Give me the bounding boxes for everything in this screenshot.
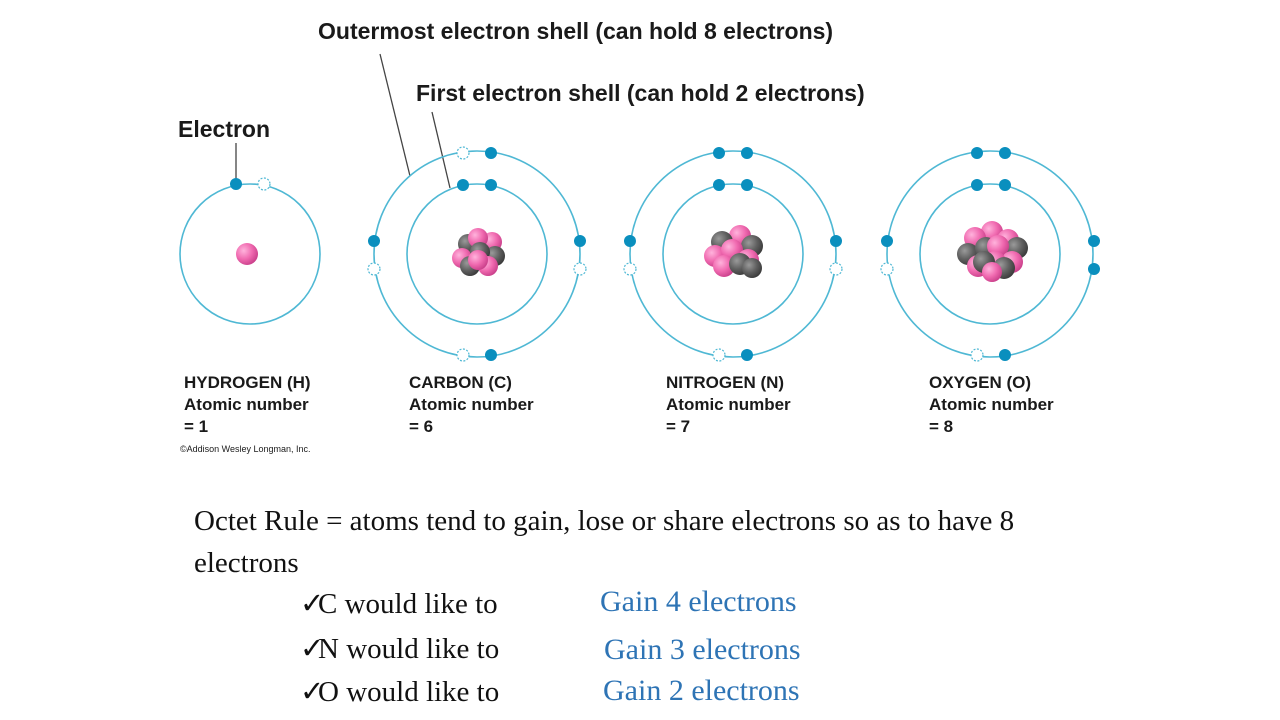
checkmark-icon: ✓ — [300, 588, 325, 620]
hydrogen-nucleus — [236, 243, 258, 265]
empty-electron-slot — [456, 348, 470, 362]
checkmark-icon: ✓ — [300, 633, 325, 665]
oxygen-outer-shell — [886, 150, 1094, 358]
carbon-first-shell — [406, 183, 548, 325]
oxygen-first-shell — [919, 183, 1061, 325]
electron — [999, 179, 1011, 191]
electron — [999, 147, 1011, 159]
atom-number-value: = 6 — [409, 417, 433, 436]
oxygen-atom — [880, 147, 1100, 362]
nitrogen-atom — [623, 147, 843, 362]
hydrogen-atom — [179, 177, 321, 325]
nitrogen-caption: NITROGEN (N) Atomic number = 7 — [666, 373, 791, 436]
empty-electron-slot — [367, 262, 381, 276]
atom-number-label: Atomic number — [409, 395, 534, 414]
electron — [741, 147, 753, 159]
electron — [1088, 235, 1100, 247]
carbon-caption: CARBON (C) Atomic number = 6 — [409, 373, 534, 436]
first-shell-pointer — [431, 111, 451, 189]
atom-number-label: Atomic number — [929, 395, 1054, 414]
atom-number-value: = 1 — [184, 417, 208, 436]
empty-electron-slot — [573, 262, 587, 276]
outer-shell-label: Outermost electron shell (can hold 8 ele… — [318, 18, 833, 44]
oxygen-check-item: ✓O would like to — [300, 674, 499, 709]
empty-electron-slot — [456, 146, 470, 160]
electron — [574, 235, 586, 247]
electron — [485, 179, 497, 191]
atom-name: HYDROGEN (H) — [184, 373, 311, 392]
nitrogen-outer-shell — [629, 150, 837, 358]
first-shell-label: First electron shell (can hold 2 electro… — [416, 80, 865, 106]
electron — [881, 235, 893, 247]
electron — [1088, 263, 1100, 275]
empty-electron-slot — [257, 177, 271, 191]
carbon-check-item: ✓C would like to — [300, 586, 498, 621]
electron — [368, 235, 380, 247]
carbon-outer-shell — [373, 150, 581, 358]
electron — [485, 349, 497, 361]
check-item-text: C would like to — [318, 588, 498, 620]
hydrogen-caption: HYDROGEN (H) Atomic number = 1 — [184, 373, 311, 436]
electron — [713, 147, 725, 159]
nitrogen-nucleus — [704, 225, 763, 278]
atom-diagram: Outermost electron shell (can hold 8 ele… — [178, 18, 1100, 454]
outer-shell-pointer — [379, 53, 411, 177]
check-item-text: N would like to — [318, 633, 500, 665]
electron — [741, 349, 753, 361]
atom-number-value: = 8 — [929, 417, 953, 436]
electron — [457, 179, 469, 191]
atom-number-label: Atomic number — [666, 395, 791, 414]
atom-name: NITROGEN (N) — [666, 373, 784, 392]
carbon-atom — [367, 146, 587, 362]
nitrogen-check-item: ✓N would like to — [300, 631, 499, 666]
check-item-text: O would like to — [318, 676, 500, 708]
nitrogen-first-shell — [662, 183, 804, 325]
carbon-nucleus — [452, 228, 505, 276]
electron — [713, 179, 725, 191]
electron — [230, 178, 242, 190]
electron — [485, 147, 497, 159]
nitrogen-answer: Gain 3 electrons — [604, 633, 801, 666]
electron — [999, 349, 1011, 361]
electron — [971, 179, 983, 191]
electron-label: Electron — [178, 116, 270, 142]
empty-electron-slot — [712, 348, 726, 362]
atom-number-value: = 7 — [666, 417, 690, 436]
electron — [830, 235, 842, 247]
electron — [741, 179, 753, 191]
atom-number-label: Atomic number — [184, 395, 309, 414]
checkmark-icon: ✓ — [300, 676, 325, 708]
atom-name: OXYGEN (O) — [929, 373, 1031, 392]
hydrogen-first-shell — [179, 183, 321, 325]
oxygen-answer: Gain 2 electrons — [603, 674, 800, 707]
empty-electron-slot — [880, 262, 894, 276]
oxygen-nucleus — [957, 221, 1028, 282]
electron — [971, 147, 983, 159]
copyright-notice: ©Addison Wesley Longman, Inc. — [180, 444, 311, 454]
empty-electron-slot — [970, 348, 984, 362]
empty-electron-slot — [829, 262, 843, 276]
empty-electron-slot — [623, 262, 637, 276]
carbon-answer: Gain 4 electrons — [600, 585, 797, 618]
electron — [624, 235, 636, 247]
octet-rule-text: Octet Rule = atoms tend to gain, lose or… — [194, 505, 1015, 579]
atom-name: CARBON (C) — [409, 373, 512, 392]
oxygen-caption: OXYGEN (O) Atomic number = 8 — [929, 373, 1054, 436]
